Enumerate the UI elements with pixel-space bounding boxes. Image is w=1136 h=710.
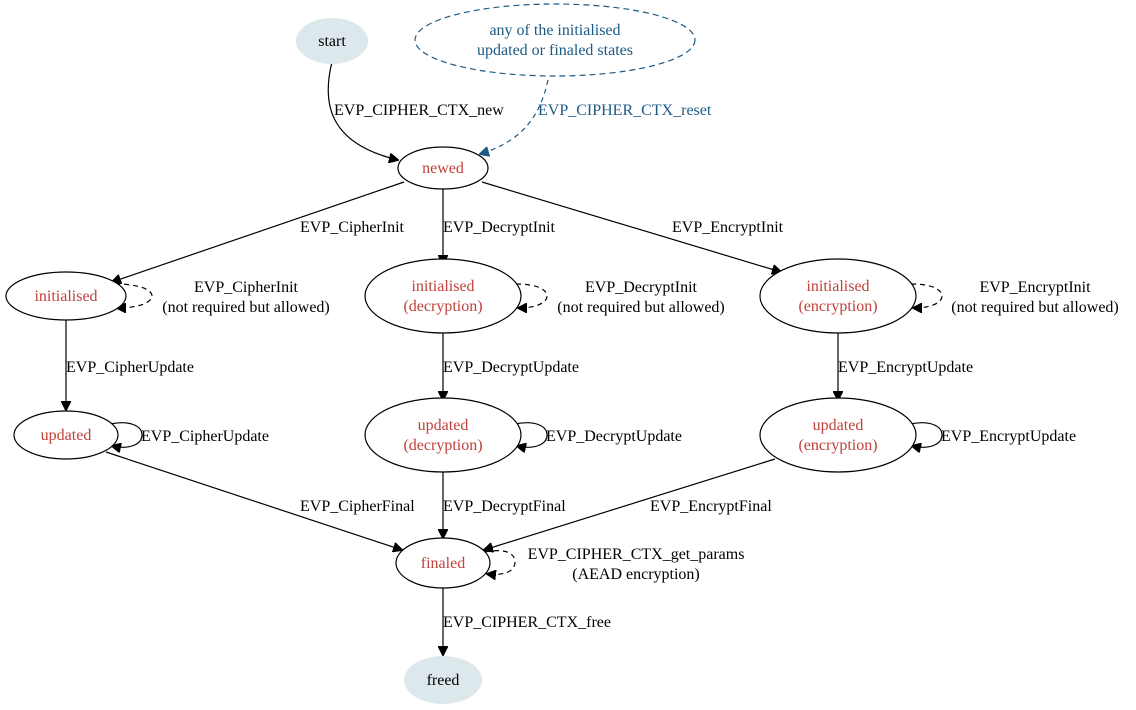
label-ctx-new: EVP_CIPHER_CTX_new bbox=[334, 102, 504, 119]
node-updated-encryption: updated (encryption) bbox=[759, 397, 917, 473]
node-note-line-2: updated or finaled states bbox=[477, 42, 633, 59]
label-encrypt-init-loop-line-1: EVP_EncryptInit bbox=[979, 279, 1091, 296]
edge-decrypt-update-loop bbox=[514, 422, 548, 448]
edge-ctx-new bbox=[327, 61, 398, 160]
node-newed: newed bbox=[397, 146, 489, 190]
label-ctx-free: EVP_CIPHER_CTX_free bbox=[443, 614, 611, 631]
label-encrypt-update-loop: EVP_EncryptUpdate bbox=[941, 428, 1076, 445]
label-ctx-reset: EVP_CIPHER_CTX_reset bbox=[538, 102, 712, 119]
node-initialised-label: initialised bbox=[34, 288, 97, 305]
edge-labels: EVP_CIPHER_CTX_new EVP_CIPHER_CTX_reset … bbox=[66, 102, 1119, 631]
label-encrypt-init-loop-line-2: (not required but allowed) bbox=[951, 299, 1119, 316]
node-start-label: start bbox=[318, 33, 346, 50]
label-cipher-update-loop: EVP_CipherUpdate bbox=[141, 428, 269, 445]
nodes: start any of the initialised updated or … bbox=[5, 3, 917, 704]
edge-encrypt-init bbox=[481, 181, 781, 272]
edge-decrypt-init-loop bbox=[515, 283, 548, 308]
node-freed-label: freed bbox=[427, 672, 460, 689]
node-updated-encryption-line-2: (encryption) bbox=[798, 437, 877, 454]
node-finaled: finaled bbox=[395, 537, 491, 589]
edge-cipher-init-loop bbox=[114, 283, 153, 308]
node-updated-decryption-line-2: (decryption) bbox=[403, 437, 482, 454]
node-updated-decryption: updated (decryption) bbox=[364, 397, 522, 473]
node-freed: freed bbox=[404, 656, 482, 704]
label-decrypt-init: EVP_DecryptInit bbox=[443, 219, 556, 236]
label-decrypt-update: EVP_DecryptUpdate bbox=[443, 359, 579, 376]
edge-cipher-init bbox=[112, 181, 405, 282]
label-cipher-update: EVP_CipherUpdate bbox=[66, 359, 194, 376]
label-encrypt-init: EVP_EncryptInit bbox=[672, 219, 784, 236]
edge-cipher-final bbox=[105, 451, 402, 550]
node-initialised-decryption: initialised (decryption) bbox=[364, 258, 522, 334]
node-initialised-encryption: initialised (encryption) bbox=[759, 258, 917, 334]
edge-get-params-loop bbox=[484, 550, 516, 575]
node-initialised-decryption-line-1: initialised bbox=[411, 278, 474, 295]
node-initialised: initialised bbox=[5, 271, 127, 321]
edge-cipher-update-loop bbox=[109, 422, 143, 448]
edge-encrypt-update-loop bbox=[909, 422, 943, 448]
node-note: any of the initialised updated or finale… bbox=[414, 3, 696, 77]
node-initialised-encryption-line-1: initialised bbox=[806, 278, 869, 295]
label-cipher-init: EVP_CipherInit bbox=[300, 219, 405, 236]
node-updated-encryption-line-1: updated bbox=[813, 417, 864, 434]
label-encrypt-update: EVP_EncryptUpdate bbox=[838, 359, 973, 376]
label-decrypt-init-loop-line-2: (not required but allowed) bbox=[557, 299, 725, 316]
label-cipher-init-loop-line-1: EVP_CipherInit bbox=[194, 279, 299, 296]
edge-encrypt-final bbox=[484, 458, 776, 550]
node-initialised-decryption-line-2: (decryption) bbox=[403, 298, 482, 315]
edge-ctx-reset bbox=[480, 79, 549, 154]
node-updated: updated bbox=[13, 410, 119, 460]
node-newed-label: newed bbox=[422, 160, 464, 177]
node-finaled-label: finaled bbox=[421, 555, 465, 572]
node-updated-decryption-line-1: updated bbox=[418, 417, 469, 434]
edges bbox=[66, 61, 943, 655]
label-get-params-loop-line-1: EVP_CIPHER_CTX_get_params bbox=[528, 546, 745, 563]
label-cipher-final: EVP_CipherFinal bbox=[300, 498, 415, 515]
label-get-params-loop-line-2: (AEAD encryption) bbox=[572, 566, 700, 583]
node-updated-label: updated bbox=[41, 427, 92, 444]
edge-encrypt-init-loop bbox=[910, 283, 943, 308]
label-encrypt-final: EVP_EncryptFinal bbox=[650, 498, 772, 515]
node-start: start bbox=[296, 18, 368, 64]
label-cipher-init-loop-line-2: (not required but allowed) bbox=[162, 299, 330, 316]
node-initialised-encryption-line-2: (encryption) bbox=[798, 298, 877, 315]
label-decrypt-final: EVP_DecryptFinal bbox=[443, 498, 566, 515]
label-decrypt-update-loop: EVP_DecryptUpdate bbox=[546, 428, 682, 445]
node-note-line-1: any of the initialised bbox=[489, 22, 620, 39]
label-decrypt-init-loop-line-1: EVP_DecryptInit bbox=[585, 279, 698, 296]
